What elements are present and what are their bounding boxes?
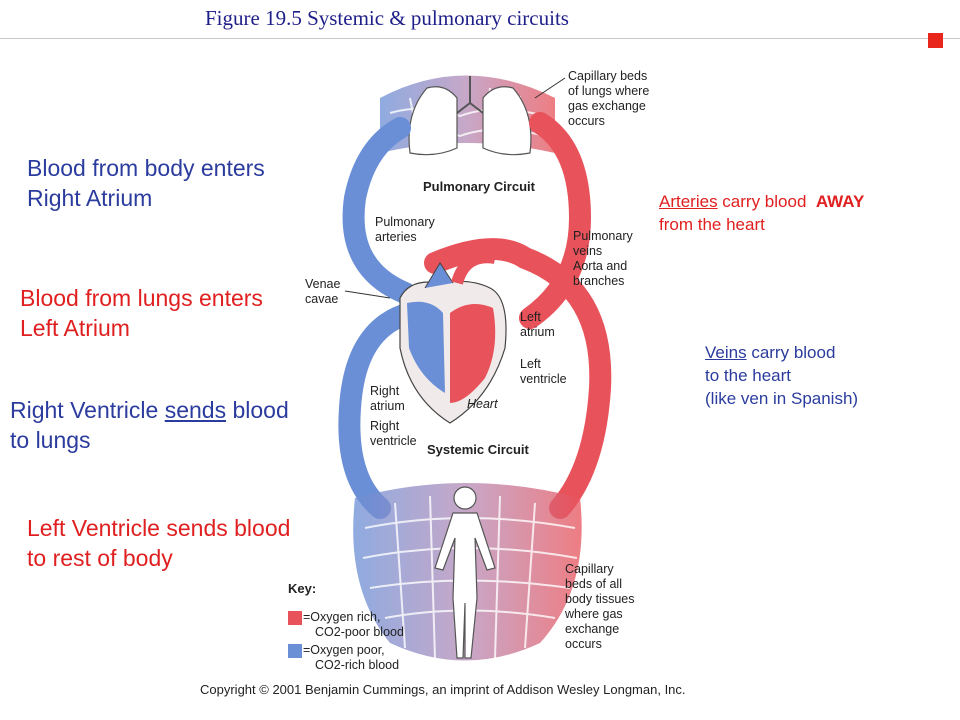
note-veins-rest: carry blood [746, 343, 836, 362]
label-left-atrium: Left atrium [520, 310, 555, 339]
svg-text:Capillary beds: Capillary beds [568, 69, 647, 83]
diagram-key: Key: =Oxygen rich, CO2-poor blood =Oxyge… [288, 581, 404, 672]
svg-text:=Oxygen rich,: =Oxygen rich, [303, 610, 380, 624]
label-heart: Heart [467, 397, 498, 411]
note-right-ventricle-line2: to lungs [10, 427, 91, 453]
svg-text:Left: Left [520, 357, 541, 371]
label-pulmonary-arteries: Pulmonary arteries [375, 215, 435, 244]
label-left-ventricle: Left ventricle [520, 357, 567, 386]
lungs-illustration [408, 76, 532, 156]
svg-text:gas exchange: gas exchange [568, 99, 646, 113]
svg-text:ventricle: ventricle [520, 372, 567, 386]
svg-text:atrium: atrium [520, 325, 555, 339]
svg-text:=Oxygen poor,: =Oxygen poor, [303, 643, 385, 657]
title-divider [0, 38, 960, 39]
svg-text:body tissues: body tissues [565, 592, 634, 606]
note-veins-word: Veins [705, 343, 747, 362]
note-left-ventricle-line1: Left Ventricle sends blood [27, 515, 291, 541]
venae-cavae-vessel [338, 302, 421, 519]
note-left-ventricle-line2: to rest of body [27, 545, 173, 571]
pulmonary-artery-vessel [342, 117, 416, 304]
note-veins: Veins carry blood to the heart (like ven… [705, 341, 858, 410]
svg-text:Aorta and: Aorta and [573, 259, 627, 273]
note-left-ventricle: Left Ventricle sends blood to rest of bo… [27, 513, 290, 573]
svg-text:atrium: atrium [370, 399, 405, 413]
note-arteries-away: AWAY [815, 192, 865, 211]
svg-text:where gas: where gas [564, 607, 623, 621]
svg-text:Right: Right [370, 384, 400, 398]
key-swatch-oxygen-rich [288, 611, 302, 625]
svg-text:cavae: cavae [305, 292, 338, 306]
note-arteries-line1: Arteries carry blood AWAY [659, 190, 864, 213]
note-veins-line1: Veins carry blood [705, 341, 858, 364]
svg-text:branches: branches [573, 274, 624, 288]
note-lungs-enters: Blood from lungs enters Left Atrium [20, 283, 263, 343]
svg-text:Venae: Venae [305, 277, 341, 291]
note-veins-line2: to the heart [705, 366, 792, 385]
label-right-atrium: Right atrium [370, 384, 405, 413]
svg-text:veins: veins [573, 244, 602, 258]
note-veins-line3: (like ven in Spanish) [705, 389, 859, 408]
note-right-ventricle-line1: Right Ventricle sends blood [10, 395, 289, 425]
svg-text:Left: Left [520, 310, 541, 324]
svg-text:of lungs where: of lungs where [568, 84, 649, 98]
note-arteries: Arteries carry blood AWAY from the heart [659, 190, 864, 236]
note-lungs-enters-line2: Left Atrium [20, 315, 130, 341]
svg-text:Pulmonary: Pulmonary [573, 229, 633, 243]
pulmonary-circuit-label: Pulmonary Circuit [423, 179, 536, 194]
copyright-notice: Copyright © 2001 Benjamin Cummings, an i… [200, 682, 686, 697]
svg-text:CO2-poor blood: CO2-poor blood [315, 625, 404, 639]
label-venae-cavae: Venae cavae [305, 277, 391, 306]
figure-title: Figure 19.5 Systemic & pulmonary circuit… [205, 6, 569, 30]
note-body-enters-line1: Blood from body enters [27, 155, 265, 181]
note-rv-text-c: blood [226, 397, 289, 423]
note-lungs-enters-line1: Blood from lungs enters [20, 285, 263, 311]
label-capillary-body: Capillary beds of all body tissues where… [564, 562, 634, 651]
note-body-enters-line2: Right Atrium [27, 185, 153, 211]
svg-text:Pulmonary: Pulmonary [375, 215, 435, 229]
svg-text:occurs: occurs [568, 114, 605, 128]
svg-text:CO2-rich blood: CO2-rich blood [315, 658, 399, 672]
note-arteries-word: Arteries [659, 192, 718, 211]
label-right-ventricle: Right ventricle [370, 419, 417, 448]
note-right-ventricle: Right Ventricle sends blood to lungs [10, 395, 289, 455]
label-pulmonary-veins: Pulmonary veins Aorta and branches [573, 229, 633, 288]
note-rv-text-a: Right Ventricle [10, 397, 165, 423]
note-arteries-line2: from the heart [659, 215, 765, 234]
svg-text:Capillary: Capillary [565, 562, 614, 576]
key-title: Key: [288, 581, 316, 596]
human-figure [434, 486, 496, 659]
systemic-circuit-label: Systemic Circuit [427, 442, 530, 457]
key-swatch-oxygen-poor [288, 644, 302, 658]
circulation-diagram: Pulmonary Circuit Systemic Circuit Capil… [288, 69, 649, 672]
svg-text:Right: Right [370, 419, 400, 433]
note-arteries-rest: carry blood [717, 192, 816, 211]
svg-text:beds of all: beds of all [565, 577, 622, 591]
svg-text:arteries: arteries [375, 230, 417, 244]
aorta-vessel [424, 238, 612, 519]
svg-text:ventricle: ventricle [370, 434, 417, 448]
label-capillary-lungs: Capillary beds of lungs where gas exchan… [534, 69, 649, 128]
heart-illustration [399, 251, 507, 424]
pulmonary-vein-vessel [519, 112, 592, 329]
svg-text:occurs: occurs [565, 637, 602, 651]
note-body-enters: Blood from body enters Right Atrium [27, 153, 265, 213]
note-rv-sends: sends [164, 397, 227, 423]
accent-square [928, 33, 943, 48]
svg-text:exchange: exchange [565, 622, 619, 636]
